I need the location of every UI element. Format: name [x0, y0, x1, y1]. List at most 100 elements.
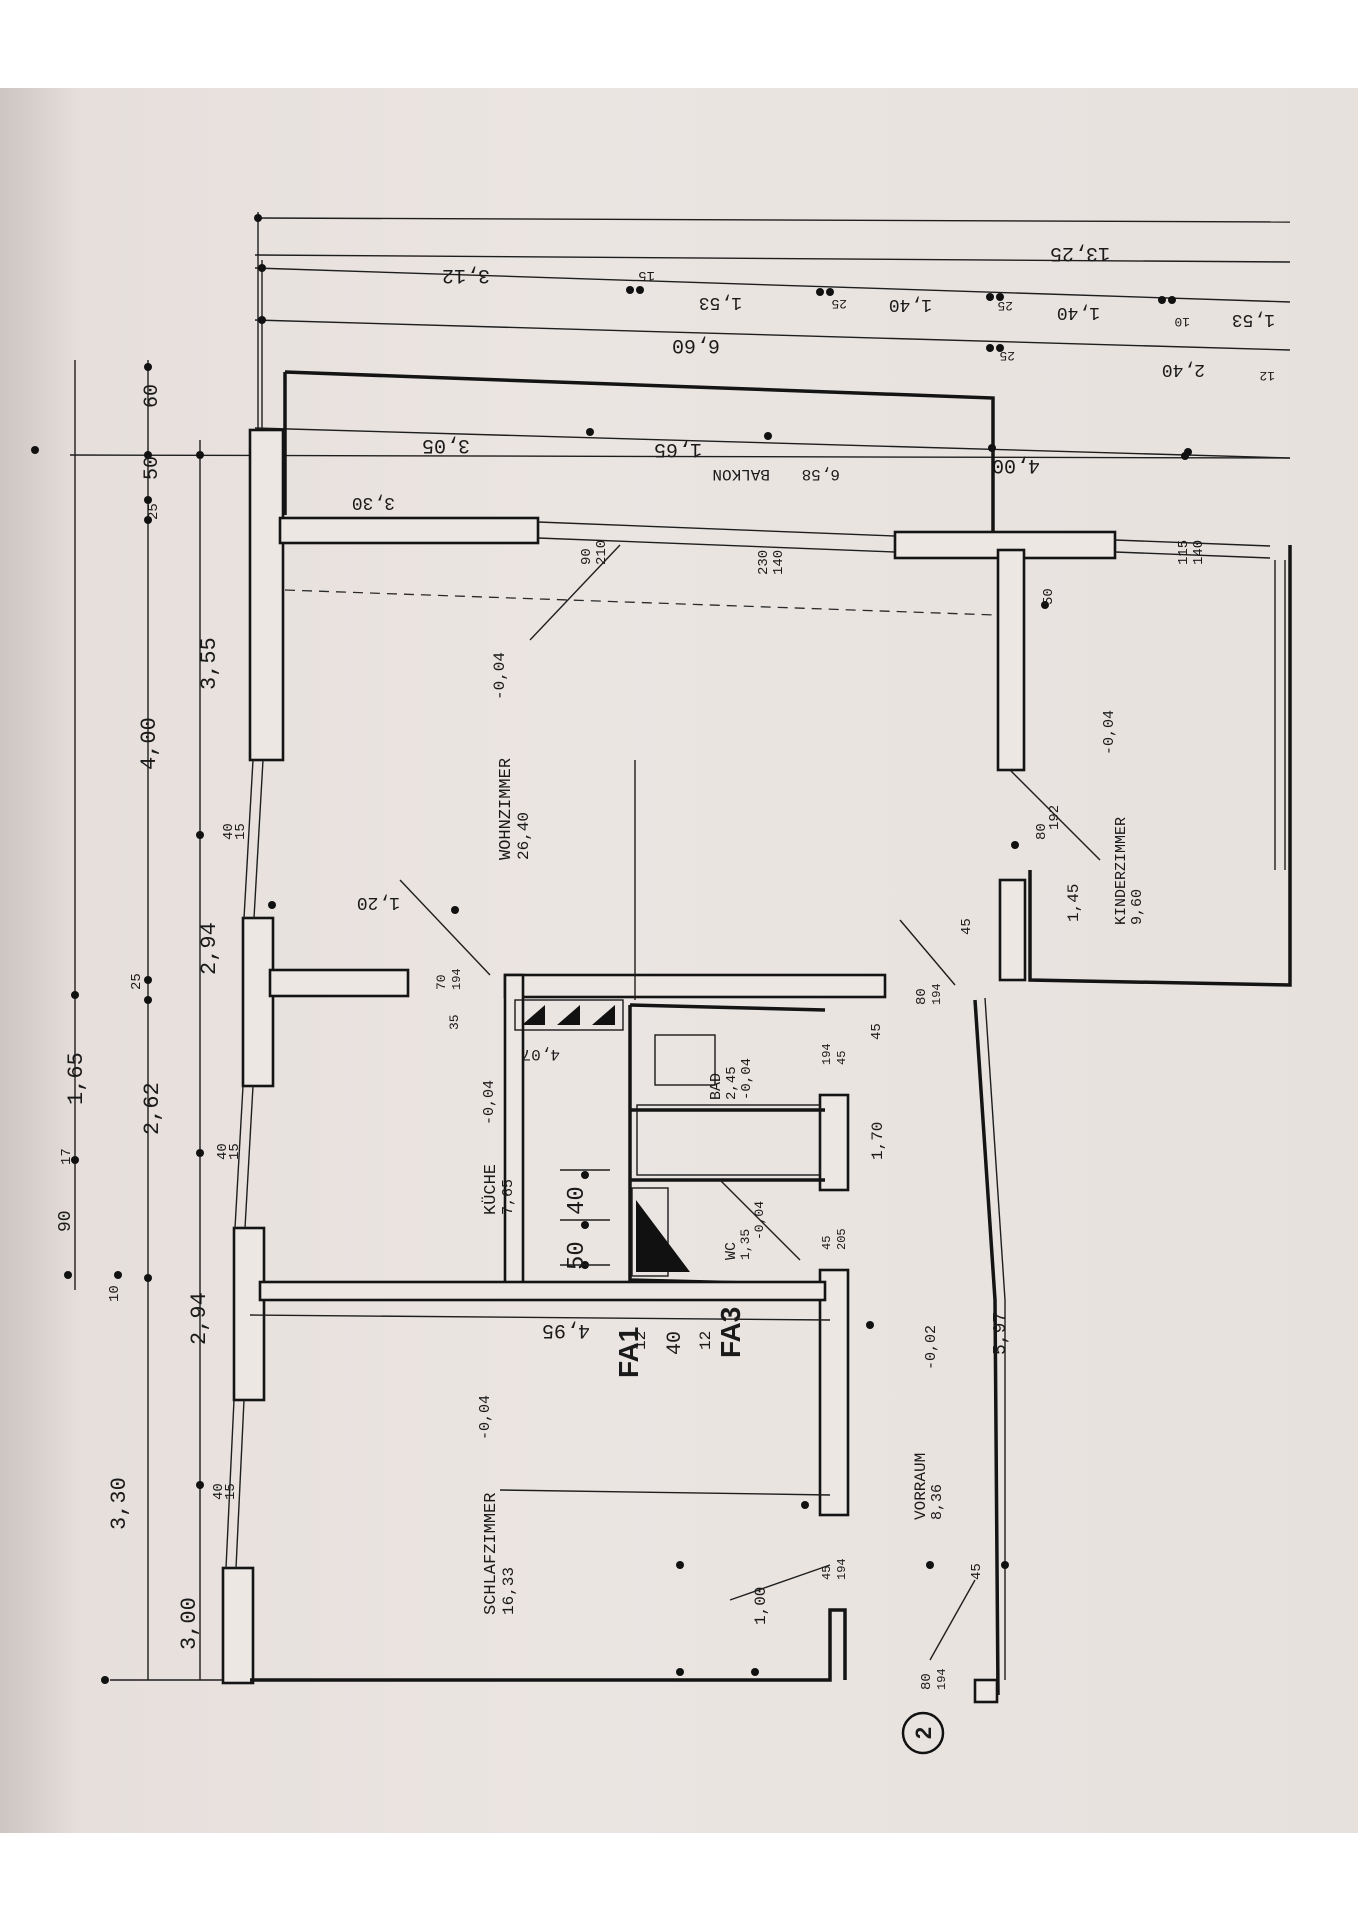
dim-1-65-left: 1,65	[64, 1052, 89, 1105]
dim-90: 90	[56, 1210, 76, 1232]
kinderzimmer-level: -0,04	[1101, 710, 1118, 755]
dim-bed-45: 45	[820, 1566, 834, 1580]
dim-total: 13,25	[1050, 241, 1110, 264]
wohnzimmer-level: -0,04	[491, 652, 509, 700]
dim-25-left: 25	[146, 503, 162, 520]
dim-1-53b: 1,53	[1232, 309, 1275, 329]
top-dimension-labels: 13,25 3,12 15 1,53 25 1,40 25 1,40 10 1,…	[422, 241, 1275, 476]
dim-25-left-b: 25	[129, 973, 145, 990]
dim-window-15c: 15	[223, 1483, 239, 1500]
top-dimension-lines	[254, 212, 1291, 459]
dim-2-94b: 2,94	[187, 1292, 212, 1345]
kueche-area: 7,65	[500, 1179, 517, 1215]
left-dimension-labels: 60 50 25 4,00 25 1,65 17 90 10 3,55 2,94…	[56, 384, 249, 1650]
dim-1-70: 1,70	[869, 1122, 887, 1160]
dim-door-90: 90	[579, 548, 595, 565]
dim-25c: 25	[999, 348, 1015, 363]
dim-3-05: 3,05	[422, 433, 470, 456]
dim-door-230: 230	[756, 550, 772, 575]
dim-door-45a: 45	[959, 918, 975, 935]
dim-4-00-left: 4,00	[137, 717, 162, 770]
dim-25a: 25	[831, 296, 847, 311]
fa-dim-c: 12	[697, 1331, 715, 1350]
fa-dim-a: 12	[632, 1331, 650, 1350]
dim-4-00: 4,00	[992, 453, 1040, 476]
dim-door-194c: 194	[820, 1043, 834, 1065]
dim-6-60: 6,60	[672, 333, 720, 356]
dim-60: 60	[141, 384, 164, 408]
dim-1-00: 1,00	[752, 1587, 770, 1625]
dim-12: 12	[1259, 368, 1275, 383]
wc-name: WC	[723, 1242, 740, 1260]
dim-door-140b: 140	[1191, 540, 1207, 565]
schlafzimmer-area: 16,33	[500, 1567, 518, 1615]
dim-2-62: 2,62	[140, 1082, 165, 1135]
vorraum-name: VORRAUM	[912, 1453, 930, 1520]
dim-10: 10	[1174, 314, 1190, 329]
dim-bed-194b: 194	[935, 1668, 949, 1690]
dim-bed-80: 80	[919, 1673, 935, 1690]
balkon-area: 6,58	[802, 465, 840, 483]
wc-area: 1,35	[738, 1229, 753, 1260]
schlafzimmer-name: SCHLAFZIMMER	[482, 1493, 501, 1615]
dim-door-45c: 45	[835, 1051, 849, 1065]
kinderzimmer-name: KINDERZIMMER	[1113, 817, 1130, 925]
dim-15: 15	[638, 267, 655, 283]
dim-door-45b: 45	[869, 1023, 885, 1040]
dim-door-80b: 80	[914, 988, 930, 1005]
dim-1-45: 1,45	[1065, 884, 1083, 922]
vorraum-level: -0,02	[923, 1325, 940, 1370]
fa1-label: FA1	[613, 1327, 644, 1378]
dim-door-115: 115	[1176, 540, 1192, 565]
dim-window-40a: 40	[221, 823, 237, 840]
balkon-name: BALKON	[712, 465, 770, 483]
dim-door-45d: 45	[820, 1236, 834, 1250]
dim-194a: 194	[450, 968, 464, 990]
dim-bed-194a: 194	[835, 1558, 849, 1580]
dim-vorraum-45: 45	[969, 1563, 985, 1580]
dim-70: 70	[434, 974, 449, 990]
sheet-number-text: 2	[911, 1727, 936, 1739]
wc-level: -0,04	[752, 1201, 767, 1240]
dim-1-20: 1,20	[357, 892, 400, 912]
dim-3-12: 3,12	[442, 263, 490, 286]
dim-1-65: 1,65	[654, 437, 702, 460]
shafts	[514, 999, 690, 1277]
fa-dim-b: 40	[664, 1331, 687, 1355]
dim-17: 17	[59, 1148, 75, 1165]
dim-window-40b: 40	[215, 1143, 231, 1160]
wohnzimmer-area: 26,40	[515, 812, 533, 860]
kueche-name: KÜCHE	[481, 1164, 501, 1215]
vorraum-area: 8,36	[929, 1484, 946, 1520]
dim-1-40a: 1,40	[889, 294, 932, 314]
kueche-level: -0,04	[481, 1080, 498, 1125]
dim-4-07: 4,07	[522, 1045, 560, 1063]
sheet-number: 2	[901, 1711, 945, 1755]
dim-door-50: 50	[1041, 588, 1057, 605]
dim-4-95: 4,95	[542, 1318, 590, 1341]
dim-1-40b: 1,40	[1057, 302, 1100, 322]
dim-5-97: 5,97	[991, 1312, 1011, 1355]
dim-50: 50	[141, 456, 164, 480]
dim-door-80a: 80	[1034, 823, 1050, 840]
dim-3-30: 3,30	[107, 1477, 132, 1530]
dim-35: 35	[447, 1014, 462, 1030]
dim-door-140a: 140	[771, 550, 787, 575]
dim-window-15a: 15	[233, 823, 249, 840]
room-labels: BALKON 6,58 3,30 WOHNZIMMER 26,40 -0,04 …	[352, 465, 1146, 1615]
dim-window-40c: 40	[211, 1483, 227, 1500]
block-dim-50: 50	[564, 1241, 591, 1270]
dim-window-15b: 15	[227, 1143, 243, 1160]
schlafzimmer-level: -0,04	[477, 1395, 494, 1440]
guide-lines	[249, 452, 1189, 1676]
dim-1-53a: 1,53	[699, 292, 742, 312]
dim-door-192: 192	[1047, 805, 1063, 830]
dim-door-205: 205	[835, 1228, 849, 1250]
shaft-labels: FA1 FA3 12 40 12 50 40	[564, 1186, 746, 1378]
paper-sheet	[0, 88, 1358, 1833]
bad-level: -0,04	[739, 1058, 755, 1100]
inner-dimension-labels: 1,20 70 194 4,07 35 90 210 230 140 115 1…	[357, 540, 1207, 1690]
dim-25b: 25	[997, 298, 1013, 313]
block-dim-40: 40	[564, 1186, 591, 1215]
